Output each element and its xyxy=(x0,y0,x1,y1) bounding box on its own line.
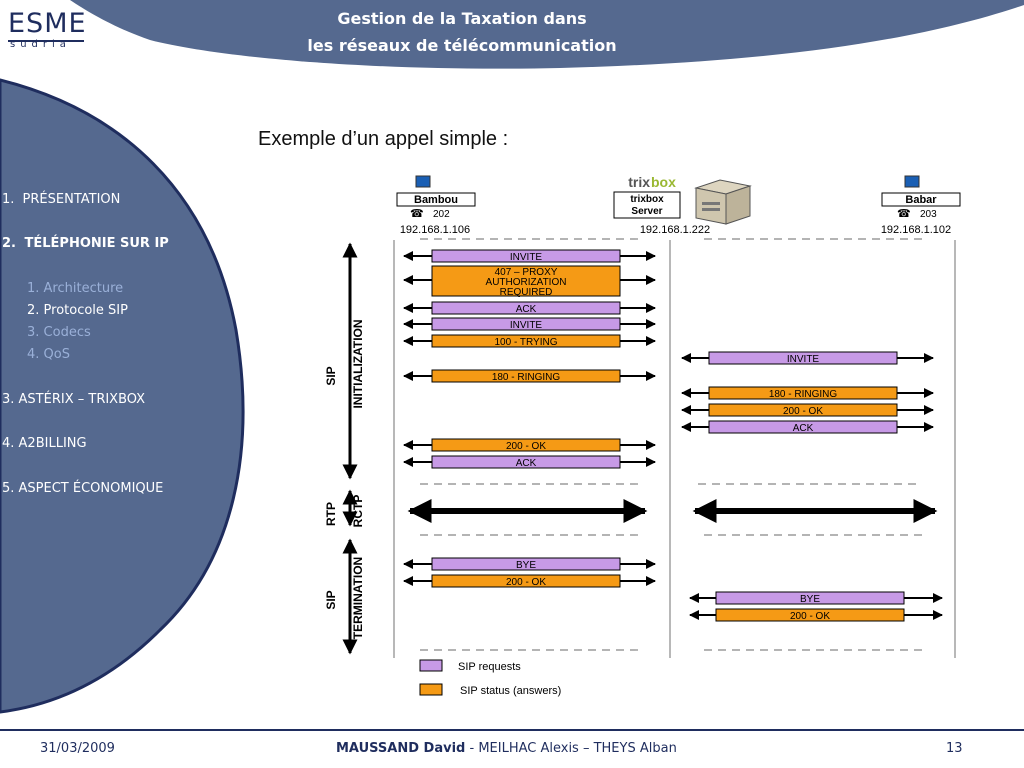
host-ext: 202 xyxy=(433,209,450,220)
diagram-legend: SIP requests SIP status (answers) xyxy=(419,659,561,697)
header-title-line1: Gestion de la Taxation dans xyxy=(337,9,587,28)
nav-item-label: PRÉSENTATION xyxy=(22,192,121,207)
server-name-line2: Server xyxy=(631,206,662,217)
msg-bye: BYE xyxy=(516,560,536,571)
msg-invite: INVITE xyxy=(787,354,820,365)
server-name-box xyxy=(613,191,681,219)
legend-label-requests: SIP requests xyxy=(458,661,521,673)
nav-subitem-protocole-sip[interactable]: 2. Protocole SIP xyxy=(27,303,128,318)
msg-180-ringing: 180 - RINGING xyxy=(492,372,561,383)
footer-divider xyxy=(0,729,1024,731)
msg-407-line3: REQUIRED xyxy=(500,287,553,298)
sudria-logo: sudria xyxy=(10,39,71,50)
computer-icon xyxy=(415,175,431,188)
msg-407-line1: 407 – PROXY xyxy=(495,267,558,278)
phase-separators xyxy=(420,238,928,651)
nav-item-asterix[interactable]: 3. ASTÉRIX – TRIXBOX xyxy=(2,392,146,407)
host-name: Babar xyxy=(905,194,937,206)
slide-subtitle: Exemple d’un appel simple : xyxy=(258,128,509,150)
host-name-box xyxy=(396,192,476,207)
phase-rtp-label-2: RCTP xyxy=(351,495,365,528)
host-babar: Babar ☎ 203 192.168.1.102 xyxy=(881,175,961,236)
trixbox-logo-a: trix xyxy=(628,174,650,190)
nav-item-aspect-economique[interactable]: 5. ASPECT ÉCONOMIQUE xyxy=(2,481,164,496)
server-ip: 192.168.1.222 xyxy=(640,224,710,236)
sip-call-flow-diagram: Bambou ☎ 202 192.168.1.106 trix box trix… xyxy=(324,174,961,697)
nav-item-label: TÉLÉPHONIE SUR IP xyxy=(24,236,169,251)
msg-200-ok: 200 - OK xyxy=(783,406,823,417)
phase-init-label-2: INITIALIZATION xyxy=(351,319,365,408)
host-bambou: Bambou ☎ 202 192.168.1.106 xyxy=(396,175,476,236)
phase-rtp-label-1: RTP xyxy=(324,502,338,526)
msg-100-trying: 100 - TRYING xyxy=(495,337,558,348)
nav-item-presentation[interactable]: 1. PRÉSENTATION xyxy=(2,192,120,207)
msg-200-ok: 200 - OK xyxy=(506,577,546,588)
msg-ack: ACK xyxy=(793,423,814,434)
footer-date: 31/03/2009 xyxy=(40,741,115,756)
phase-init-label-1: SIP xyxy=(324,366,338,385)
footer-page-number: 13 xyxy=(946,741,963,756)
msg-200-ok: 200 - OK xyxy=(506,441,546,452)
legend-swatch-answers xyxy=(419,683,443,696)
server-tower-icon xyxy=(694,179,752,225)
footer-author-main: MAUSSAND David xyxy=(336,741,466,756)
msg-bye: BYE xyxy=(800,594,820,605)
host-name: Bambou xyxy=(414,194,458,206)
nav-item-a2billing[interactable]: 4. A2BILLING xyxy=(2,436,87,451)
nav-item-telephonie[interactable]: 2. TÉLÉPHONIE SUR IP xyxy=(2,236,169,251)
server-name-line1: trixbox xyxy=(630,194,664,205)
footer-author-rest: - MEILHAC Alexis – THEYS Alban xyxy=(465,741,677,756)
nav-item-number: 2. xyxy=(2,236,16,251)
esme-logo: ESME xyxy=(8,8,87,39)
legend-swatch-requests xyxy=(419,659,443,672)
phone-icon: ☎ xyxy=(897,208,911,220)
logo-rule xyxy=(8,40,84,42)
host-ip: 192.168.1.102 xyxy=(881,224,951,236)
footer-authors: MAUSSAND David - MEILHAC Alexis – THEYS … xyxy=(336,741,677,756)
msg-invite: INVITE xyxy=(510,252,543,263)
trixbox-logo-b: box xyxy=(651,174,676,190)
host-ip: 192.168.1.106 xyxy=(400,224,470,236)
msg-200-ok: 200 - OK xyxy=(790,611,830,622)
phone-icon: ☎ xyxy=(410,208,424,220)
host-ext: 203 xyxy=(920,209,937,220)
message-boxes xyxy=(431,249,905,622)
legend-label-answers: SIP status (answers) xyxy=(460,685,561,697)
host-trixbox-server: trix box trixbox Server 192.168.1.222 xyxy=(613,174,752,236)
header-banner xyxy=(70,0,1024,69)
nav-subitem-codecs[interactable]: 3. Codecs xyxy=(27,325,91,340)
msg-180-ringing: 180 - RINGING xyxy=(769,389,838,400)
nav-subitem-architecture[interactable]: 1. Architecture xyxy=(27,281,124,296)
host-name-box xyxy=(881,192,961,207)
msg-ack: ACK xyxy=(516,304,537,315)
phase-term-label-1: SIP xyxy=(324,590,338,609)
nav-item-number: 1. xyxy=(2,192,15,207)
sidebar-panel xyxy=(0,78,245,714)
message-labels: INVITE 407 – PROXY AUTHORIZATION REQUIRE… xyxy=(486,252,838,622)
nav-subitem-qos[interactable]: 4. QoS xyxy=(27,347,70,362)
phase-term-label-2: TERMINATION xyxy=(351,557,365,639)
header-title-line2: les réseaux de télécommunication xyxy=(307,36,617,55)
msg-ack: ACK xyxy=(516,458,537,469)
msg-407-line2: AUTHORIZATION xyxy=(486,277,567,288)
computer-icon xyxy=(904,175,920,188)
msg-invite: INVITE xyxy=(510,320,543,331)
